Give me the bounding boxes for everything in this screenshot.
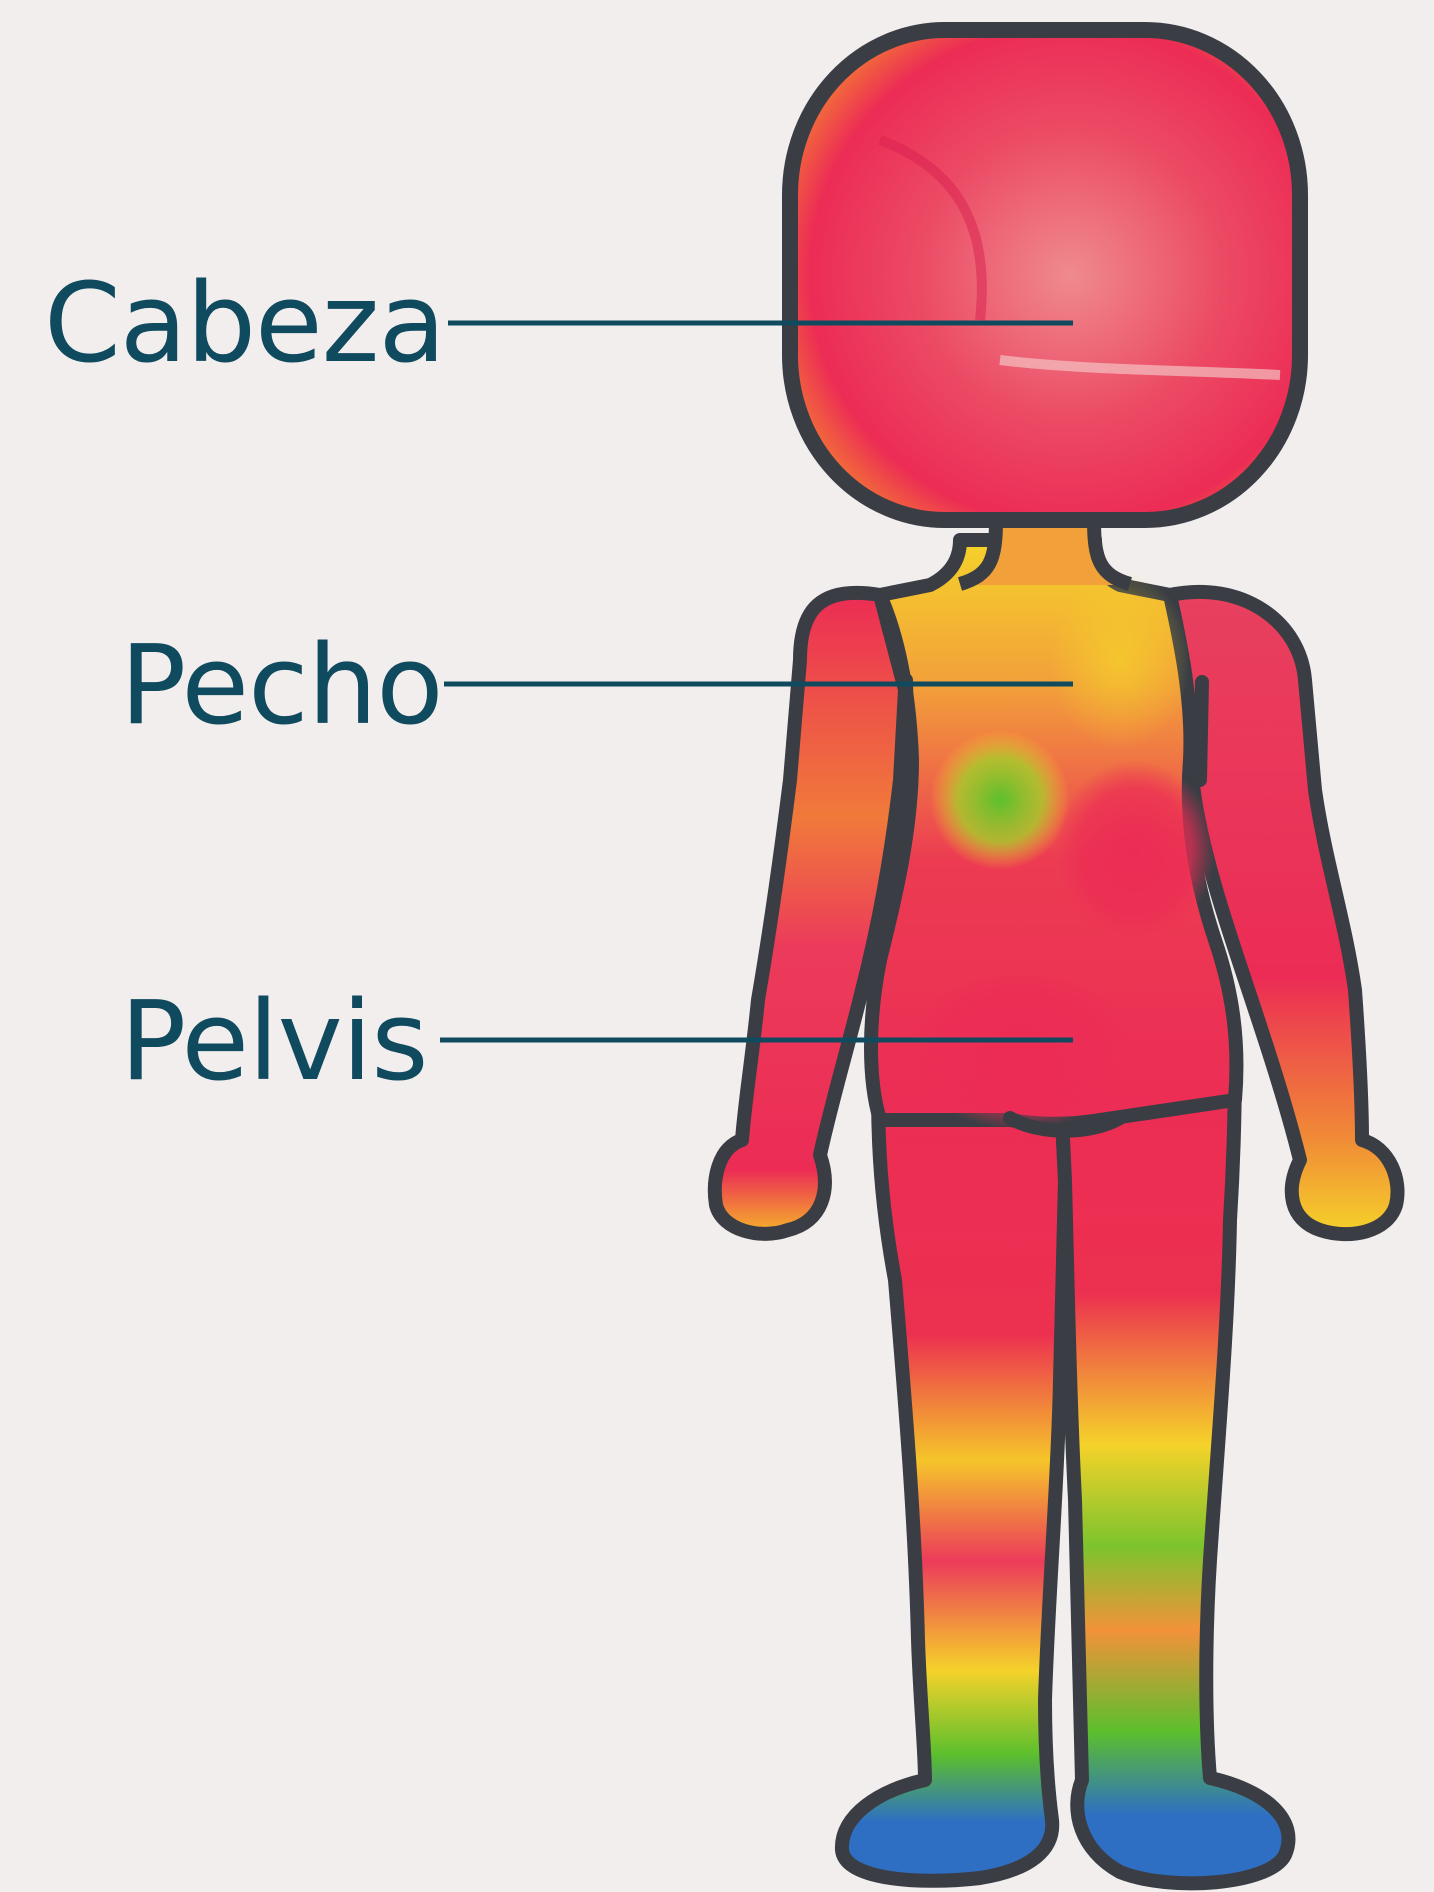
right-leg xyxy=(1060,1040,1288,1883)
chest-red-spot xyxy=(1055,760,1215,940)
head xyxy=(790,30,1300,520)
right-armpit-line xyxy=(1200,682,1202,780)
left-armpit-line xyxy=(906,680,908,780)
head-label: Cabeza xyxy=(44,268,445,378)
pelvis-red-spot xyxy=(910,970,1130,1130)
chest-label: Pecho xyxy=(120,630,443,740)
left-leg xyxy=(842,1040,1065,1881)
shoulder-yellow-spot xyxy=(1050,570,1190,750)
chest-green-spot xyxy=(930,730,1070,870)
pelvis-label: Pelvis xyxy=(120,986,428,1096)
